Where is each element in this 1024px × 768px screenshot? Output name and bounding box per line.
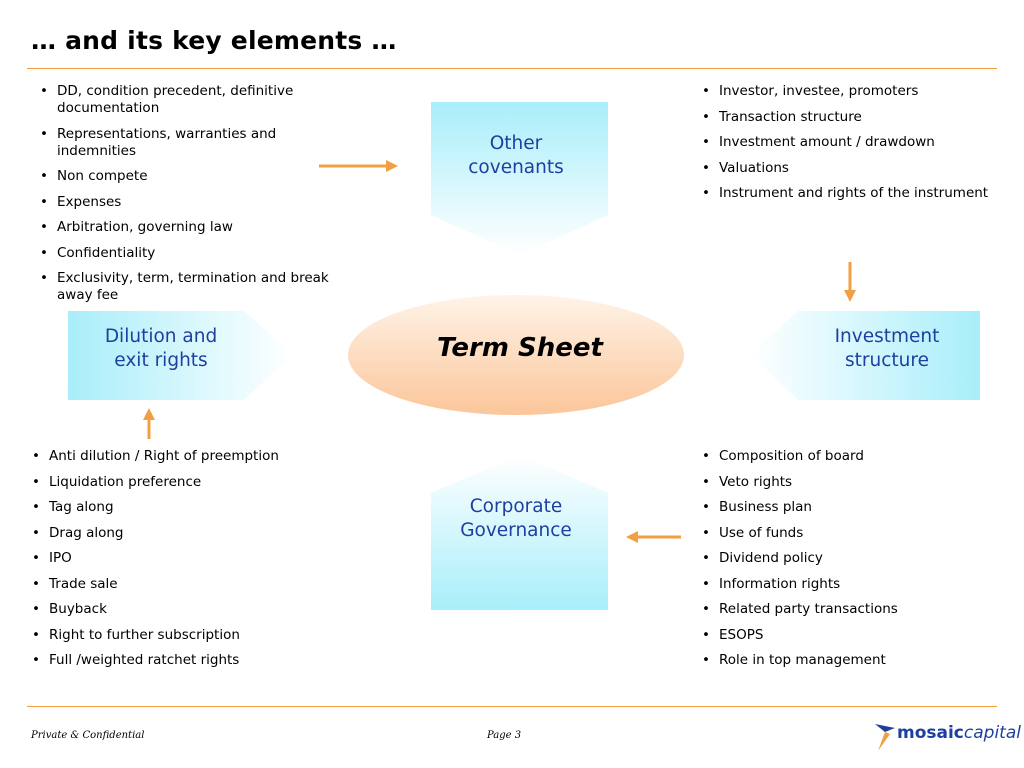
- list-item: Exclusivity, term, termination and break…: [38, 270, 338, 304]
- logo-icon: [875, 724, 895, 751]
- arrow-icon-left: [626, 531, 681, 543]
- list-item: IPO: [30, 550, 330, 567]
- footer-page-number: Page 3: [487, 730, 522, 741]
- shape-corporate-governance: [431, 455, 608, 610]
- page-title: … and its key elements …: [31, 26, 397, 55]
- list-item: Instrument and rights of the instrument: [700, 185, 990, 202]
- logo-text-mosaic: mosaic: [897, 723, 964, 743]
- list-item: ESOPS: [700, 627, 1000, 644]
- shape-investment-structure: [750, 311, 980, 400]
- label-other-covenants: Other covenants: [468, 133, 564, 178]
- list-item: Buyback: [30, 601, 330, 618]
- list-item: Non compete: [38, 168, 338, 185]
- arrow-icon-up: [143, 408, 155, 439]
- list-top-left: DD, condition precedent, definitive docu…: [38, 83, 338, 313]
- list-item: Dividend policy: [700, 550, 1000, 567]
- list-item: Tag along: [30, 499, 330, 516]
- list-top-right: Investor, investee, promotersTransaction…: [700, 83, 990, 211]
- logo-text-capital: capital: [963, 723, 1021, 743]
- label-corporate-governance: Corporate Governance: [460, 496, 572, 541]
- list-item: Investor, investee, promoters: [700, 83, 990, 100]
- list-item: Right to further subscription: [30, 627, 330, 644]
- list-item: Trade sale: [30, 576, 330, 593]
- list-item: Valuations: [700, 160, 990, 177]
- list-item: Arbitration, governing law: [38, 219, 338, 236]
- term-sheet-label: Term Sheet: [437, 333, 603, 363]
- list-bottom-right: Composition of boardVeto rightsBusiness …: [700, 448, 1000, 678]
- list-item: Representations, warranties and indemnit…: [38, 126, 338, 160]
- list-item: Related party transactions: [700, 601, 1000, 618]
- top-divider: [27, 68, 997, 69]
- list-item: Information rights: [700, 576, 1000, 593]
- list-item: Business plan: [700, 499, 1000, 516]
- footer-confidential: Private & Confidential: [31, 730, 145, 741]
- arrow-icon-down: [844, 262, 856, 302]
- mosaic-capital-logo: mosaiccapital: [873, 720, 1021, 752]
- list-item: Liquidation preference: [30, 474, 330, 491]
- list-item: Anti dilution / Right of preemption: [30, 448, 330, 465]
- bottom-divider: [27, 706, 997, 707]
- list-item: DD, condition precedent, definitive docu…: [38, 83, 338, 117]
- label-investment-structure: Investment structure: [834, 326, 940, 371]
- list-item: Confidentiality: [38, 245, 338, 262]
- list-item: Drag along: [30, 525, 330, 542]
- list-item: Use of funds: [700, 525, 1000, 542]
- arrow-icon-right: [319, 160, 398, 172]
- term-sheet-ellipse: [348, 295, 684, 415]
- list-item: Expenses: [38, 194, 338, 211]
- shape-other-covenants: [431, 102, 608, 255]
- list-bottom-left: Anti dilution / Right of preemptionLiqui…: [30, 448, 330, 678]
- list-item: Role in top management: [700, 652, 1000, 669]
- list-item: Investment amount / drawdown: [700, 134, 990, 151]
- label-dilution-exit: Dilution and exit rights: [104, 326, 218, 371]
- list-item: Transaction structure: [700, 109, 990, 126]
- shape-dilution-exit: [68, 311, 293, 400]
- list-item: Full /weighted ratchet rights: [30, 652, 330, 669]
- logo-text: mosaiccapital: [897, 723, 1021, 743]
- list-item: Composition of board: [700, 448, 1000, 465]
- list-item: Veto rights: [700, 474, 1000, 491]
